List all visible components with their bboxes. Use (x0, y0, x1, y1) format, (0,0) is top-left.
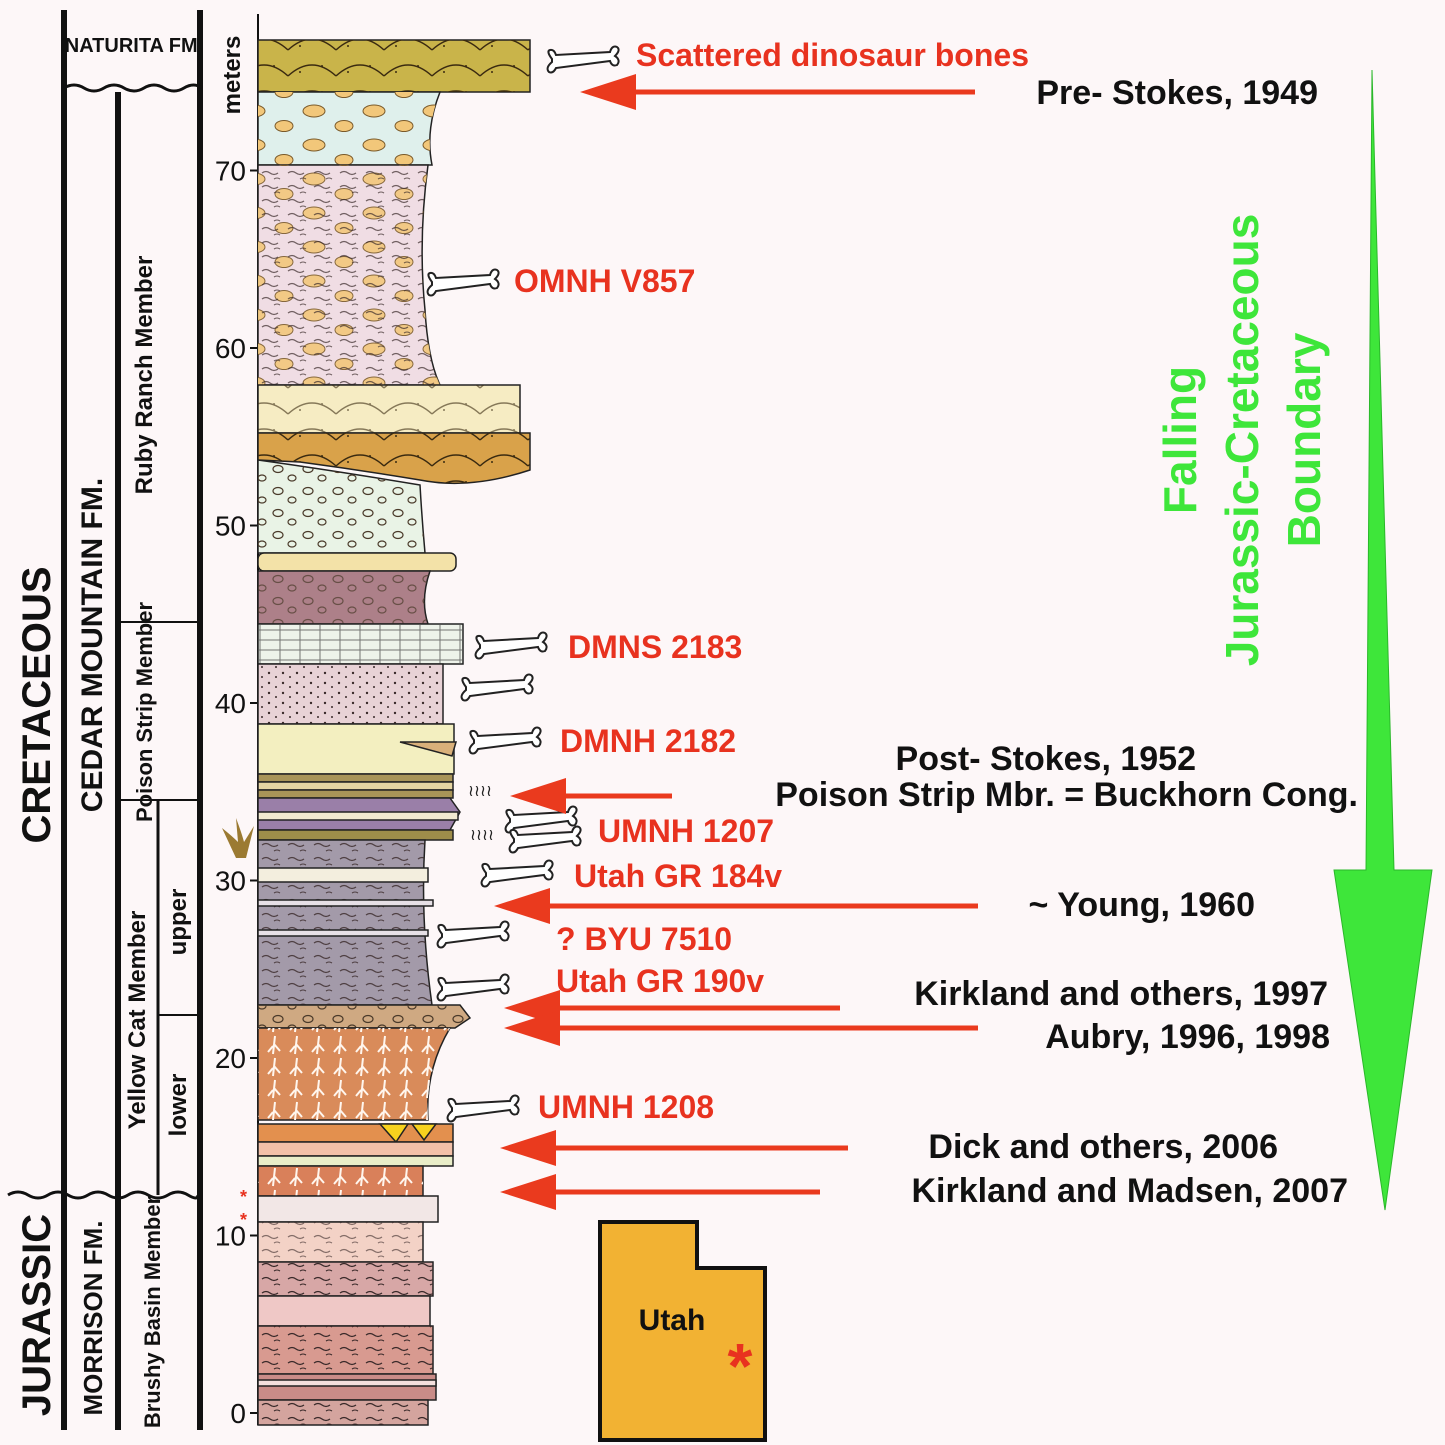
axis-tick-label: 50 (215, 511, 246, 542)
trend-label-line3: Boundary (1278, 332, 1330, 547)
boundary-arrow (500, 1174, 820, 1210)
falling-boundary-arrow: Falling Jurassic-Cretaceous Boundary (1154, 69, 1433, 1211)
sub-lower-label: lower (165, 1074, 192, 1137)
trend-arrow (1333, 69, 1433, 1211)
formation-cedar-mountain-label: CEDAR MOUNTAIN FM. (76, 478, 109, 812)
boundary-arrow (504, 1010, 978, 1046)
locality-label: ? BYU 7510 (556, 921, 732, 957)
bed-poison-thin-1 (257, 773, 454, 783)
bone-icon (446, 1094, 520, 1123)
locality-label: Scattered dinosaur bones (636, 37, 1029, 73)
axis-tick-label: 60 (215, 333, 246, 364)
boundary-label: Kirkland and Madsen, 2007 (912, 1172, 1349, 1210)
bone-icon (474, 631, 548, 660)
member-yellow-cat-label: Yellow Cat Member (124, 911, 151, 1130)
locality-label: UMNH 1208 (538, 1089, 714, 1125)
locality-label: DMNS 2183 (568, 629, 742, 665)
boundary-label: Post- Stokes, 1952 (896, 740, 1196, 778)
boundary-label: Pre- Stokes, 1949 (1036, 74, 1318, 112)
formation-naturita: NATURITA FM. (65, 35, 204, 57)
track-icon (222, 818, 254, 858)
locality-label: OMNH V857 (514, 263, 695, 299)
wiggle-marks-2: ≀≀≀≀ (470, 827, 494, 844)
boundary-label: Kirkland and others, 1997 (914, 975, 1328, 1013)
bone-icon (480, 859, 554, 888)
axis-tick-label: 40 (215, 688, 246, 719)
boundary-label: Poison Strip Mbr. = Buckhorn Cong. (775, 776, 1358, 814)
member-ruby-ranch-label: Ruby Ranch Member (131, 256, 158, 495)
bed-poison-sandstone (257, 723, 455, 775)
boundary-arrow (580, 74, 975, 110)
axis-tick-label: 70 (215, 156, 246, 187)
trend-label-line1: Falling (1154, 366, 1206, 514)
locality-label: Utah GR 190v (556, 963, 764, 999)
boundary-arrow (494, 888, 978, 924)
bed-brushy-4 (257, 1295, 431, 1327)
boundary-arrow (510, 778, 672, 814)
bed-brushy-1 (257, 1195, 439, 1223)
wiggle-marks-1: ≀≀≀≀ (468, 783, 492, 800)
trend-label-line2: Jurassic-Cretaceous (1216, 214, 1268, 667)
meters-axis: meters 0 10 20 30 40 50 60 70 (215, 14, 259, 1429)
bone-icon (436, 920, 510, 949)
period-jurassic-label: JURASSIC (15, 1214, 59, 1416)
bone-icon (460, 673, 534, 702)
member-brushy-basin-label: Brushy Basin Member (140, 1195, 165, 1428)
utah-label: Utah (639, 1304, 706, 1337)
boundary-label: Aubry, 1996, 1998 (1045, 1018, 1330, 1056)
bed-poison-thin-3 (257, 789, 454, 799)
strat-column (257, 39, 531, 1426)
axis-ticks: 0 10 20 30 40 50 60 70 (215, 156, 258, 1429)
bone-icon (504, 805, 578, 834)
bone-icon (546, 45, 620, 74)
bed-brushy-6 (257, 1373, 437, 1401)
boundary-label: ~ Young, 1960 (1029, 886, 1255, 924)
axis-tick-label: 30 (215, 866, 246, 897)
locality-label: Utah GR 184v (574, 858, 782, 894)
bone-icon (468, 726, 542, 755)
sub-upper-label: upper (165, 889, 192, 956)
bed-poison-thin-2 (257, 781, 454, 791)
locality-label: UMNH 1207 (598, 813, 774, 849)
bone-icon (426, 268, 500, 297)
bed-ruby-thin-sandstone (257, 552, 457, 572)
unit-columns: NATURITA FM. CRETACEOUS JURASSIC CEDAR M… (7, 10, 204, 1430)
member-ruby-ranch-text: Ruby Ranch Member (131, 256, 158, 495)
location-marker-icon: * (728, 1330, 753, 1402)
bone-icon (508, 825, 582, 854)
axis-unit-label: meters (219, 36, 246, 115)
bone-icon (436, 973, 510, 1002)
member-poison-strip-label: Poison Strip Member (132, 602, 157, 822)
utah-map: Utah * (598, 1220, 767, 1442)
period-cretaceous-label: CRETACEOUS (15, 566, 59, 843)
asterisk-marker-2: * (240, 1210, 247, 1230)
boundary-label: Dick and others, 2006 (928, 1128, 1278, 1166)
axis-tick-label: 10 (215, 1221, 246, 1252)
asterisk-marker-1: * (240, 1187, 247, 1207)
axis-tick-label: 0 (230, 1398, 246, 1429)
locality-label: DMNH 2182 (560, 723, 736, 759)
boundary-arrow (500, 1130, 848, 1166)
formation-morrison-label: MORRISON FM. (78, 1221, 108, 1416)
axis-tick-label: 20 (215, 1043, 246, 1074)
utah-outline (598, 1220, 767, 1442)
